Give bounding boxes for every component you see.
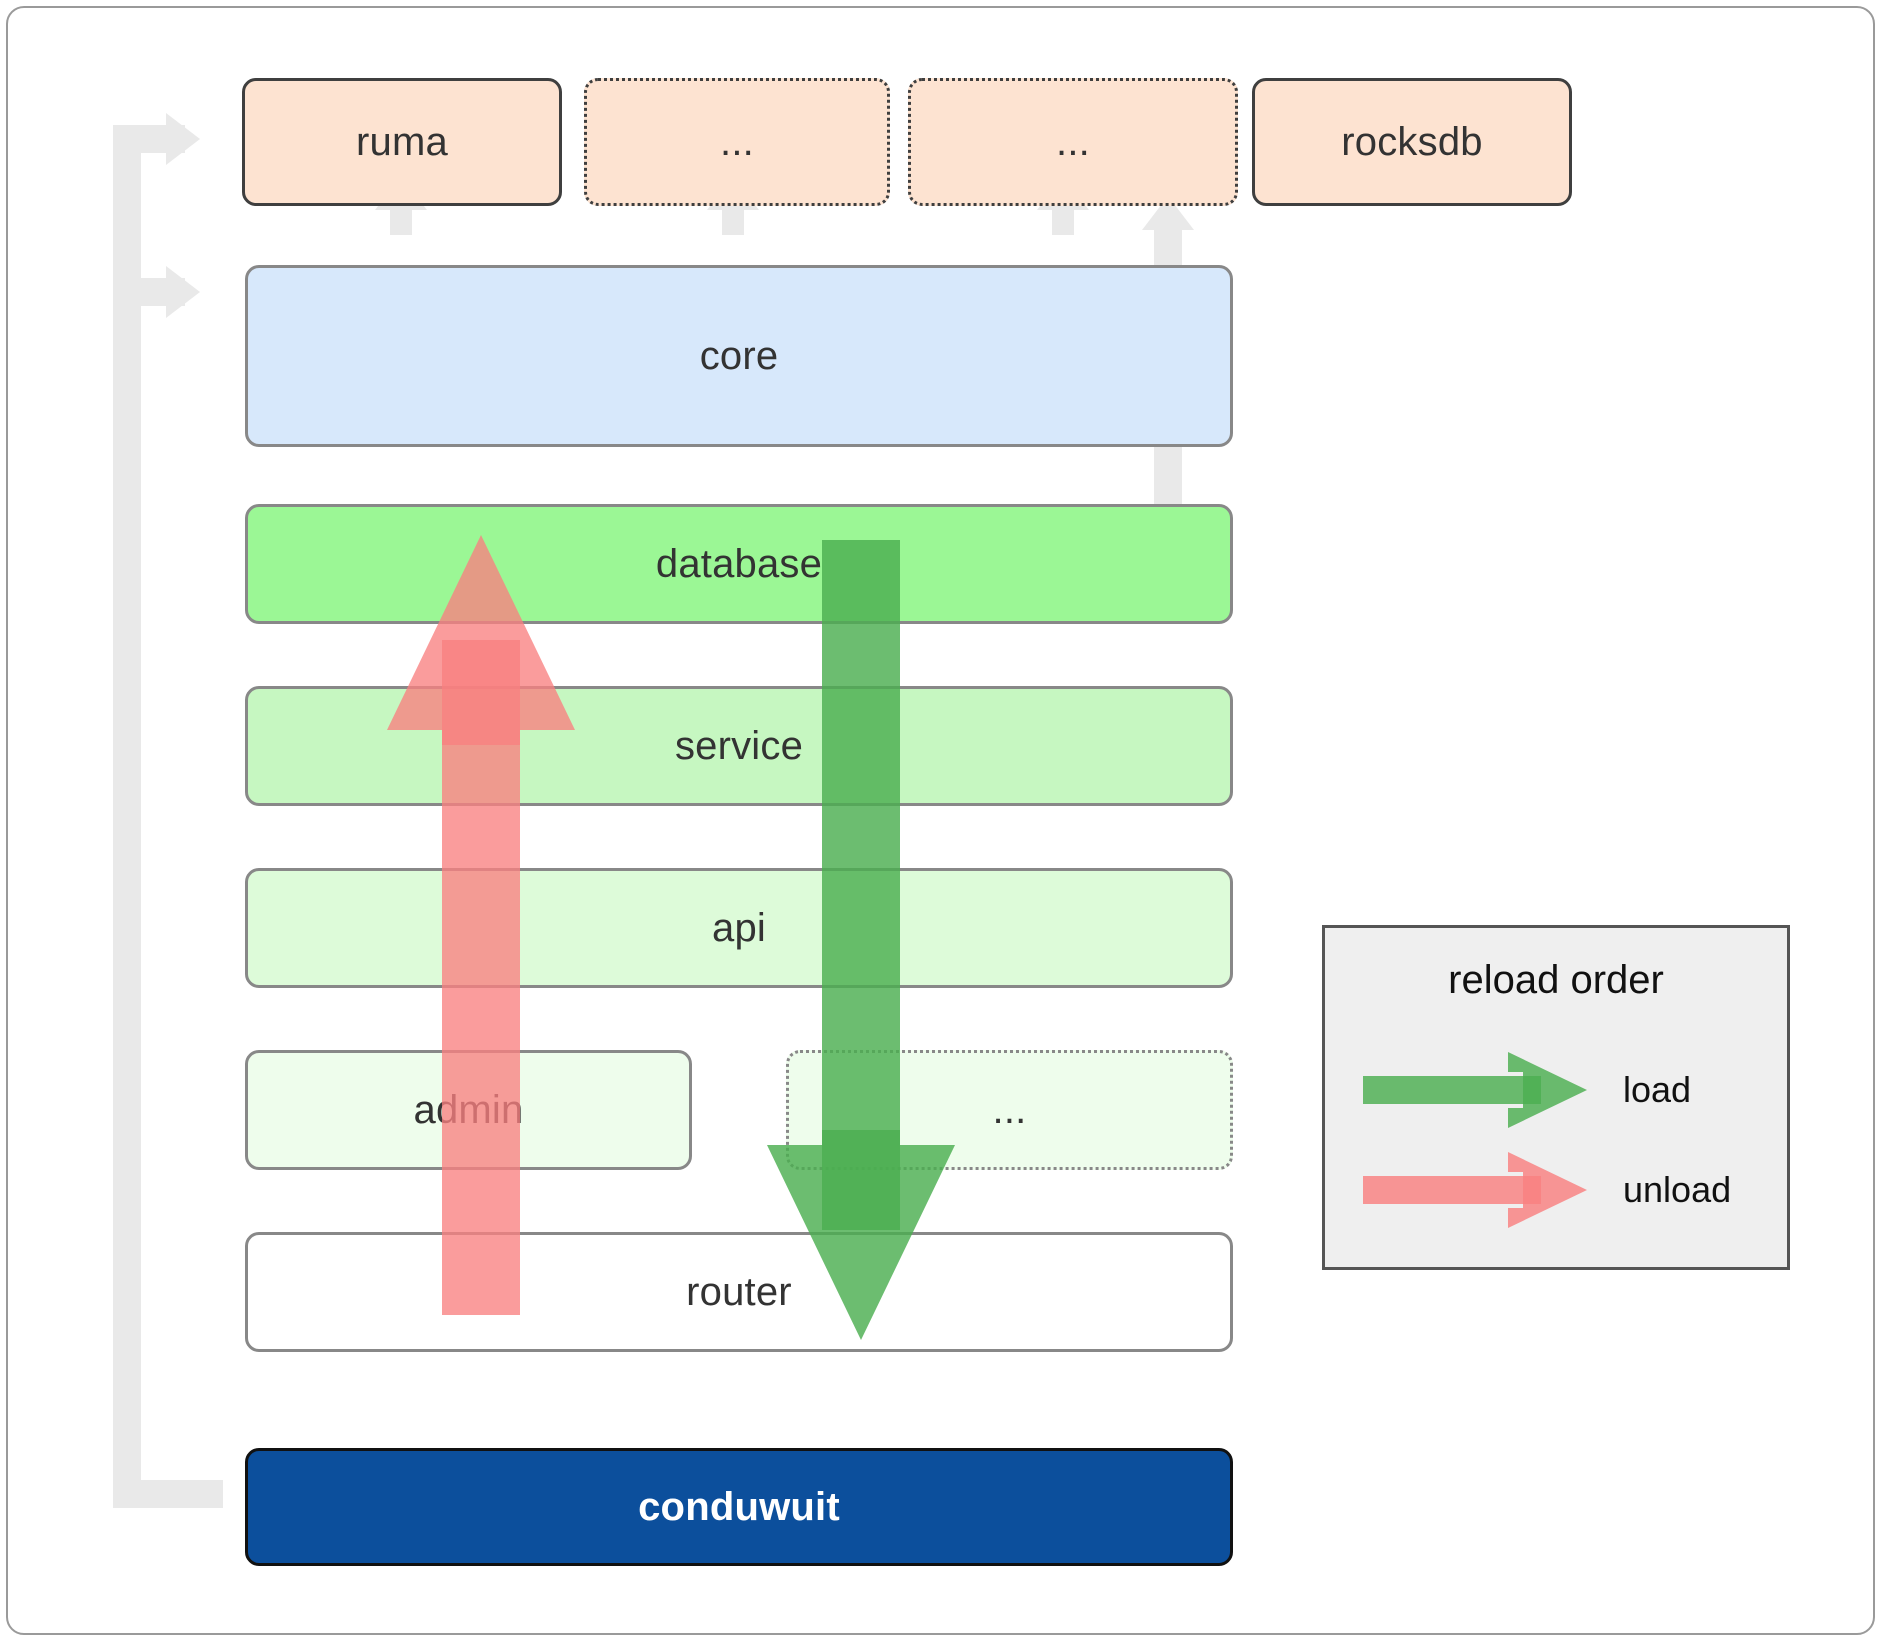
connector-arrow-ruma-icon: [166, 113, 200, 165]
connector-core-to-ruma: [390, 205, 412, 235]
legend-title: reload order: [1448, 958, 1664, 1002]
node-label: database: [655, 542, 823, 586]
connector-left-spine: [113, 125, 141, 1508]
node-label: conduwuit: [638, 1485, 840, 1529]
node-label: core: [699, 334, 779, 378]
node-layer-api[interactable]: api: [245, 868, 1233, 988]
legend-unload-arrow-icon: [1363, 1152, 1587, 1228]
connector-core-to-dots1: [722, 205, 744, 235]
node-label: router: [686, 1270, 792, 1314]
node-layer-placeholder[interactable]: ...: [786, 1050, 1233, 1170]
legend-load-label: load: [1623, 1069, 1692, 1110]
node-dependency-rocksdb[interactable]: rocksdb: [1252, 78, 1572, 206]
node-label: service: [674, 724, 804, 768]
legend-row-unload: unload: [1363, 1150, 1763, 1230]
legend-load-arrow-icon: [1363, 1052, 1587, 1128]
node-label: ruma: [356, 120, 448, 164]
connector-from-conduwuit: [113, 1480, 223, 1508]
node-layer-admin[interactable]: admin: [245, 1050, 692, 1170]
legend-unload-label: unload: [1623, 1169, 1732, 1210]
node-label: api: [712, 906, 766, 950]
node-label: admin: [413, 1088, 524, 1132]
node-dependency-placeholder-2[interactable]: ...: [908, 78, 1238, 206]
node-label: rocksdb: [1341, 120, 1483, 164]
node-layer-router[interactable]: router: [245, 1232, 1233, 1352]
node-conduwuit[interactable]: conduwuit: [245, 1448, 1233, 1566]
node-dependency-placeholder-1[interactable]: ...: [584, 78, 890, 206]
node-core[interactable]: core: [245, 265, 1233, 447]
legend-reload-order: reload order load unload: [1322, 925, 1790, 1270]
node-label: ...: [720, 120, 754, 164]
connector-core-to-dots2: [1052, 205, 1074, 235]
node-label: ...: [1056, 120, 1090, 164]
legend-row-load: load: [1363, 1050, 1763, 1130]
node-dependency-ruma[interactable]: ruma: [242, 78, 562, 206]
node-layer-database[interactable]: database: [245, 504, 1233, 624]
node-layer-service[interactable]: service: [245, 686, 1233, 806]
diagram-frame: [6, 6, 1875, 1635]
connector-arrow-core-icon: [166, 266, 200, 318]
node-label: ...: [992, 1088, 1027, 1132]
